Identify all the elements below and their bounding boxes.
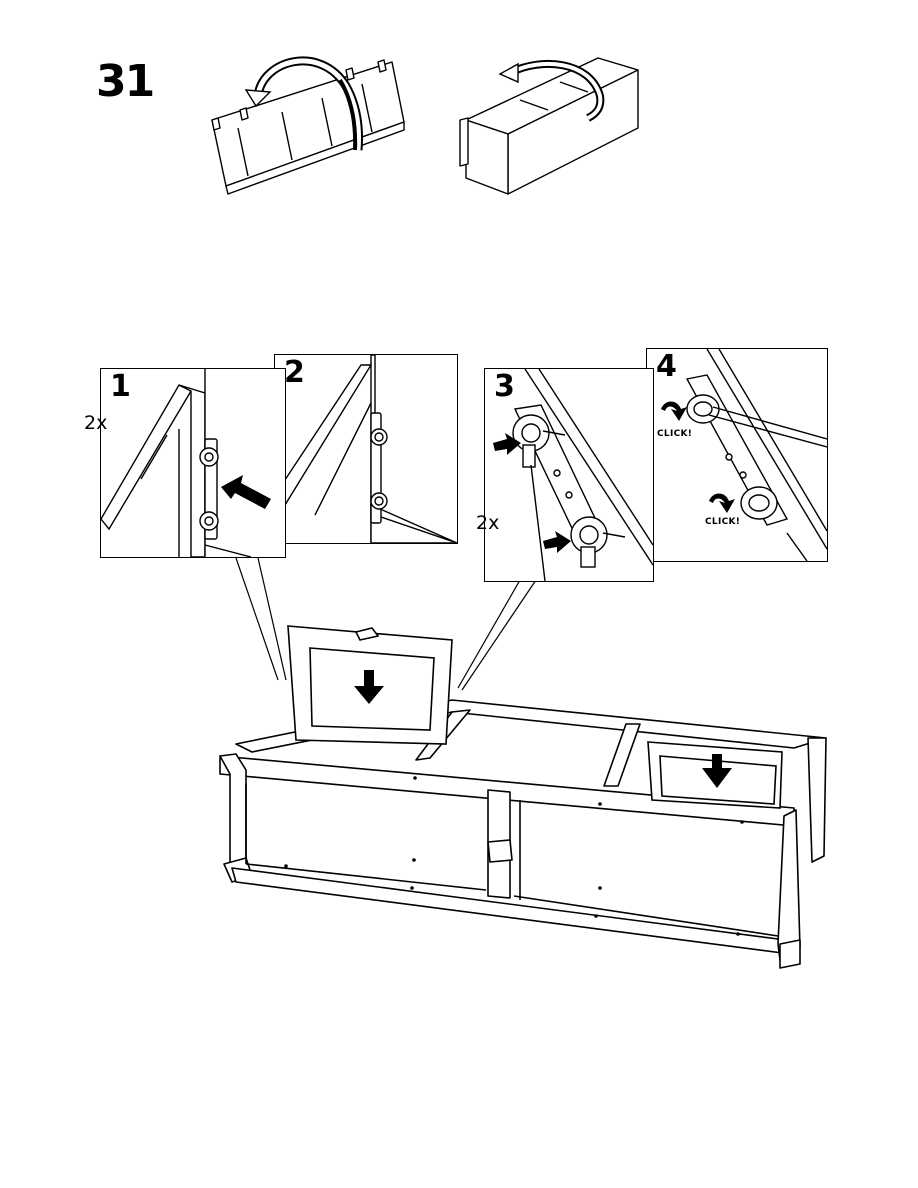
panel-number-1: 1: [107, 369, 134, 404]
detail-panel-4: 4 CLICK! CLICK!: [646, 348, 828, 562]
multiplier-panel-3: 2x: [476, 512, 499, 534]
panel-number-4: 4: [653, 349, 680, 384]
detail-panel-3: 3: [484, 368, 654, 582]
click-label-top: CLICK!: [657, 429, 692, 439]
panel-number-3: 3: [491, 369, 518, 404]
push-arrow-bottom: [543, 531, 571, 553]
upright-frame-drawing: [460, 58, 638, 194]
upside-down-frame-drawing: [212, 60, 404, 194]
click-label-bottom: CLICK!: [705, 517, 740, 527]
click-arrow-top: [661, 402, 687, 422]
detail-panel-2: 2: [274, 354, 458, 544]
multiplier-panel-1: 2x: [84, 412, 107, 434]
detail-panel-1: 1: [100, 368, 286, 558]
click-arrow-bottom: [709, 494, 735, 514]
